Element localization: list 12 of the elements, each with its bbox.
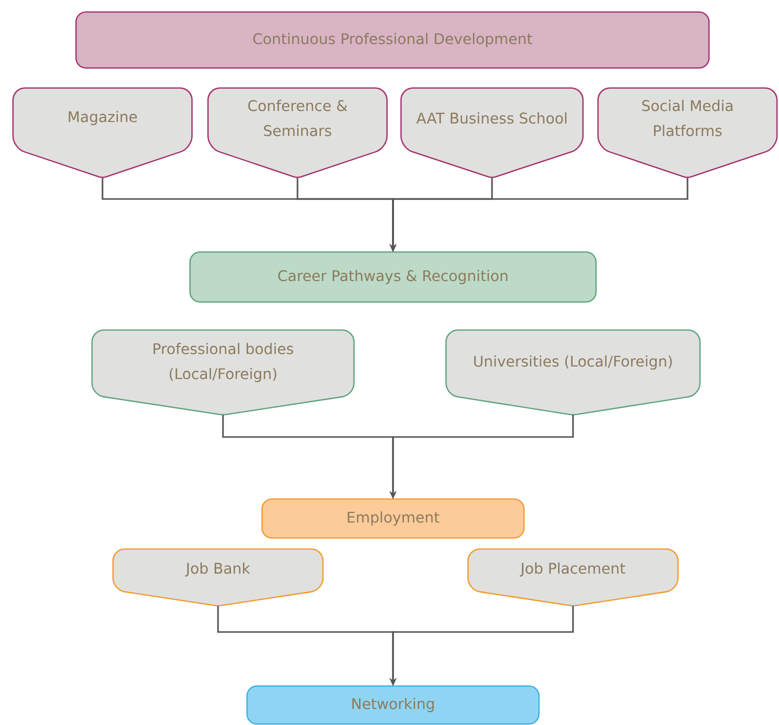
- pentagon-box: Professional bodies (Local/Foreign): [91, 329, 355, 416]
- pentagon-box: Universities (Local/Foreign): [445, 329, 701, 416]
- pentagon-box: Job Placement: [467, 548, 679, 606]
- process-box: Continuous Professional Development: [75, 11, 710, 69]
- pentagon-box: Social Media Platforms: [597, 87, 778, 178]
- process-box: Networking: [246, 685, 540, 725]
- process-box: Employment: [261, 498, 525, 539]
- pentagon-box: Magazine: [12, 87, 193, 178]
- process-box: Career Pathways & Recognition: [189, 251, 597, 303]
- pentagon-box: AAT Business School: [400, 87, 584, 178]
- pentagon-box: Conference & Seminars: [207, 87, 388, 178]
- pentagon-box: Job Bank: [112, 548, 324, 606]
